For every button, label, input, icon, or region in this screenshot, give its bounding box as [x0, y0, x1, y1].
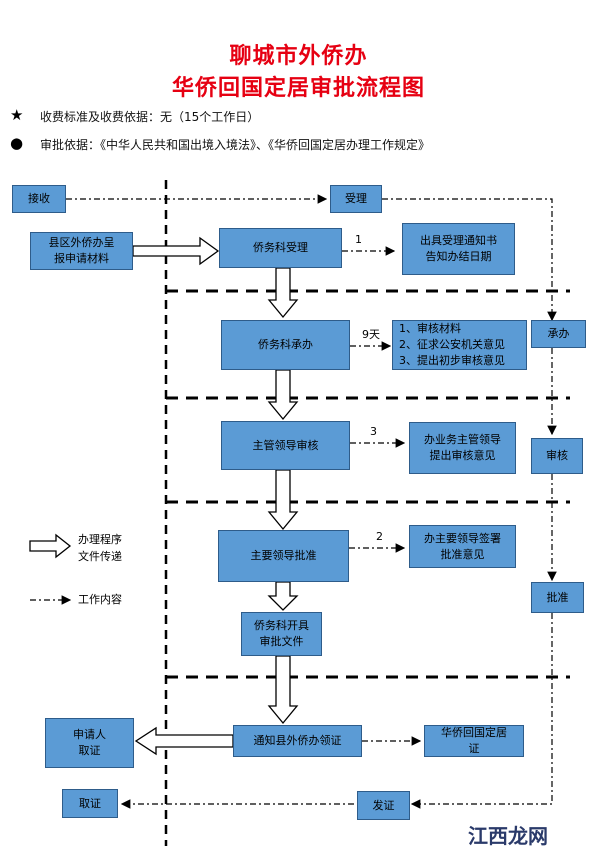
legend-process: 办理程序 文件传递	[78, 533, 122, 563]
accept-box: 受理	[330, 185, 382, 213]
receive-box: 接收	[12, 185, 66, 213]
title-line1: 聊城市外侨办	[229, 44, 368, 69]
issue-doc-box: 侨务科开具 审批文件	[241, 612, 322, 656]
duration-label-2: 2	[376, 530, 383, 543]
review-box: 审核	[531, 438, 583, 474]
applicant-box: 申请人 取证	[45, 718, 134, 768]
notice-box: 出具受理通知书 告知办结日期	[402, 223, 515, 275]
handle-tasks-box: 1、审核材料 2、征求公安机关意见 3、提出初步审核意见	[392, 320, 527, 370]
legend-work: 工作内容	[78, 593, 122, 606]
circle-icon: ●	[10, 134, 24, 152]
permit-box: 华侨回国定居 证	[424, 725, 524, 757]
title-line2: 华侨回国定居审批流程图	[171, 76, 425, 101]
county-submit-box: 县区外侨办呈 报申请材料	[30, 232, 133, 270]
notify-county-box: 通知县外侨办领证	[233, 725, 362, 757]
supervisor-review-box: 主管领导审核	[221, 421, 350, 470]
duration-label-3: 3	[370, 425, 377, 438]
dept-accept-box: 侨务科受理	[219, 228, 342, 268]
undertake-box: 承办	[531, 320, 586, 348]
approve-box: 批准	[531, 582, 584, 613]
supervisor-opinion-box: 办业务主管领导 提出审核意见	[409, 422, 516, 474]
issue-box: 发证	[357, 791, 410, 820]
dept-handle-box: 侨务科承办	[221, 320, 350, 370]
star-icon: ★	[10, 106, 24, 124]
basis-info: 审批依据：《中华人民共和国出境入境法》、《华侨回国定居办理工作规定》	[40, 138, 431, 152]
fee-info: 收费标准及收费依据：无（15个工作日）	[40, 110, 260, 124]
duration-label-9: 9天	[362, 328, 380, 341]
collect-box: 取证	[62, 789, 118, 818]
main-approve-box: 主要领导批准	[218, 530, 349, 582]
watermark: 江西龙网	[468, 824, 548, 848]
duration-label-1: 1	[355, 233, 362, 246]
main-sign-box: 办主要领导签署 批准意见	[409, 525, 516, 568]
